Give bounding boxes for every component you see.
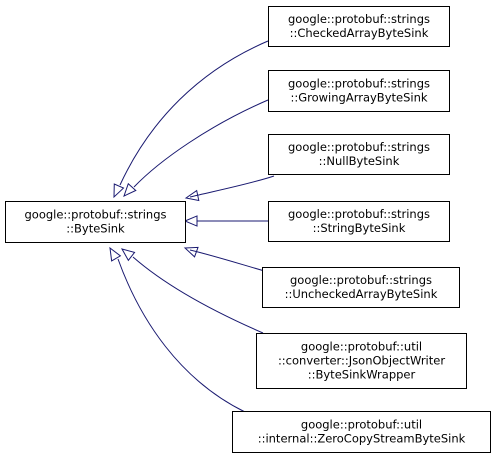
class-node-box[interactable] (262, 267, 460, 308)
class-name-line: google::protobuf::util (301, 418, 422, 432)
class-name-line: ::UncheckedArrayByteSink (285, 287, 438, 301)
class-name-line: ::StringByteSink (313, 221, 406, 235)
class-name-line: ::NullByteSink (319, 154, 400, 168)
class-name-line: google::protobuf::strings (288, 12, 430, 26)
edge-checked-to-bytesink (119, 40, 269, 186)
class-node-string[interactable]: google::protobuf::strings::StringByteSin… (268, 201, 450, 242)
class-node-box[interactable] (268, 201, 450, 242)
edge-jsonwrapper-to-bytesink (132, 256, 264, 334)
class-node-box[interactable] (268, 134, 450, 175)
edge-growing-to-bytesink (133, 99, 269, 188)
class-name-line: ::ByteSink (66, 222, 125, 236)
arrowhead-growing (123, 182, 137, 197)
class-name-line: ::CheckedArrayByteSink (290, 26, 429, 40)
class-node-unchecked[interactable]: google::protobuf::strings::UncheckedArra… (262, 267, 460, 308)
class-name-line: google::protobuf::strings (288, 207, 430, 221)
arrowhead-null (184, 189, 200, 202)
arrowhead-jsonwrapper (120, 248, 136, 262)
class-name-line: google::protobuf::strings (24, 208, 166, 222)
arrowhead-checked (113, 183, 125, 199)
class-nodes: google::protobuf::strings::ByteSinkgoogl… (5, 6, 491, 453)
edge-null-to-bytesink (189, 175, 275, 198)
class-node-zerocopy[interactable]: google::protobuf::util::internal::ZeroCo… (232, 411, 491, 453)
class-node-checked[interactable]: google::protobuf::strings::CheckedArrayB… (268, 6, 450, 47)
class-name-line: ::internal::ZeroCopyStreamByteSink (258, 432, 466, 446)
class-node-box[interactable] (5, 201, 186, 243)
class-node-box[interactable] (256, 333, 467, 389)
class-node-box[interactable] (232, 411, 491, 453)
class-node-growing[interactable]: google::protobuf::strings::GrowingArrayB… (268, 70, 450, 112)
class-node-null[interactable]: google::protobuf::strings::NullByteSink (268, 134, 450, 175)
class-node-jsonwrapper[interactable]: google::protobuf::util::converter::JsonO… (256, 333, 467, 389)
arrowhead-string (183, 215, 198, 227)
class-node-box[interactable] (268, 6, 450, 47)
class-node-bytesink[interactable]: google::protobuf::strings::ByteSink (5, 201, 186, 243)
class-name-line: google::protobuf::strings (290, 273, 432, 287)
class-name-line: ::converter::JsonObjectWriter (278, 354, 445, 368)
edge-unchecked-to-bytesink (189, 249, 269, 273)
inheritance-edges (109, 40, 275, 413)
arrowhead-zerocopy (109, 246, 122, 262)
arrowhead-unchecked (183, 246, 199, 258)
class-name-line: google::protobuf::strings (288, 77, 430, 91)
edge-zerocopy-to-bytesink (117, 258, 246, 413)
class-name-line: google::protobuf::strings (288, 140, 430, 154)
class-node-box[interactable] (268, 70, 450, 112)
class-name-line: google::protobuf::util (301, 340, 422, 354)
class-name-line: ::ByteSinkWrapper (308, 368, 416, 382)
class-name-line: ::GrowingArrayByteSink (290, 91, 427, 105)
